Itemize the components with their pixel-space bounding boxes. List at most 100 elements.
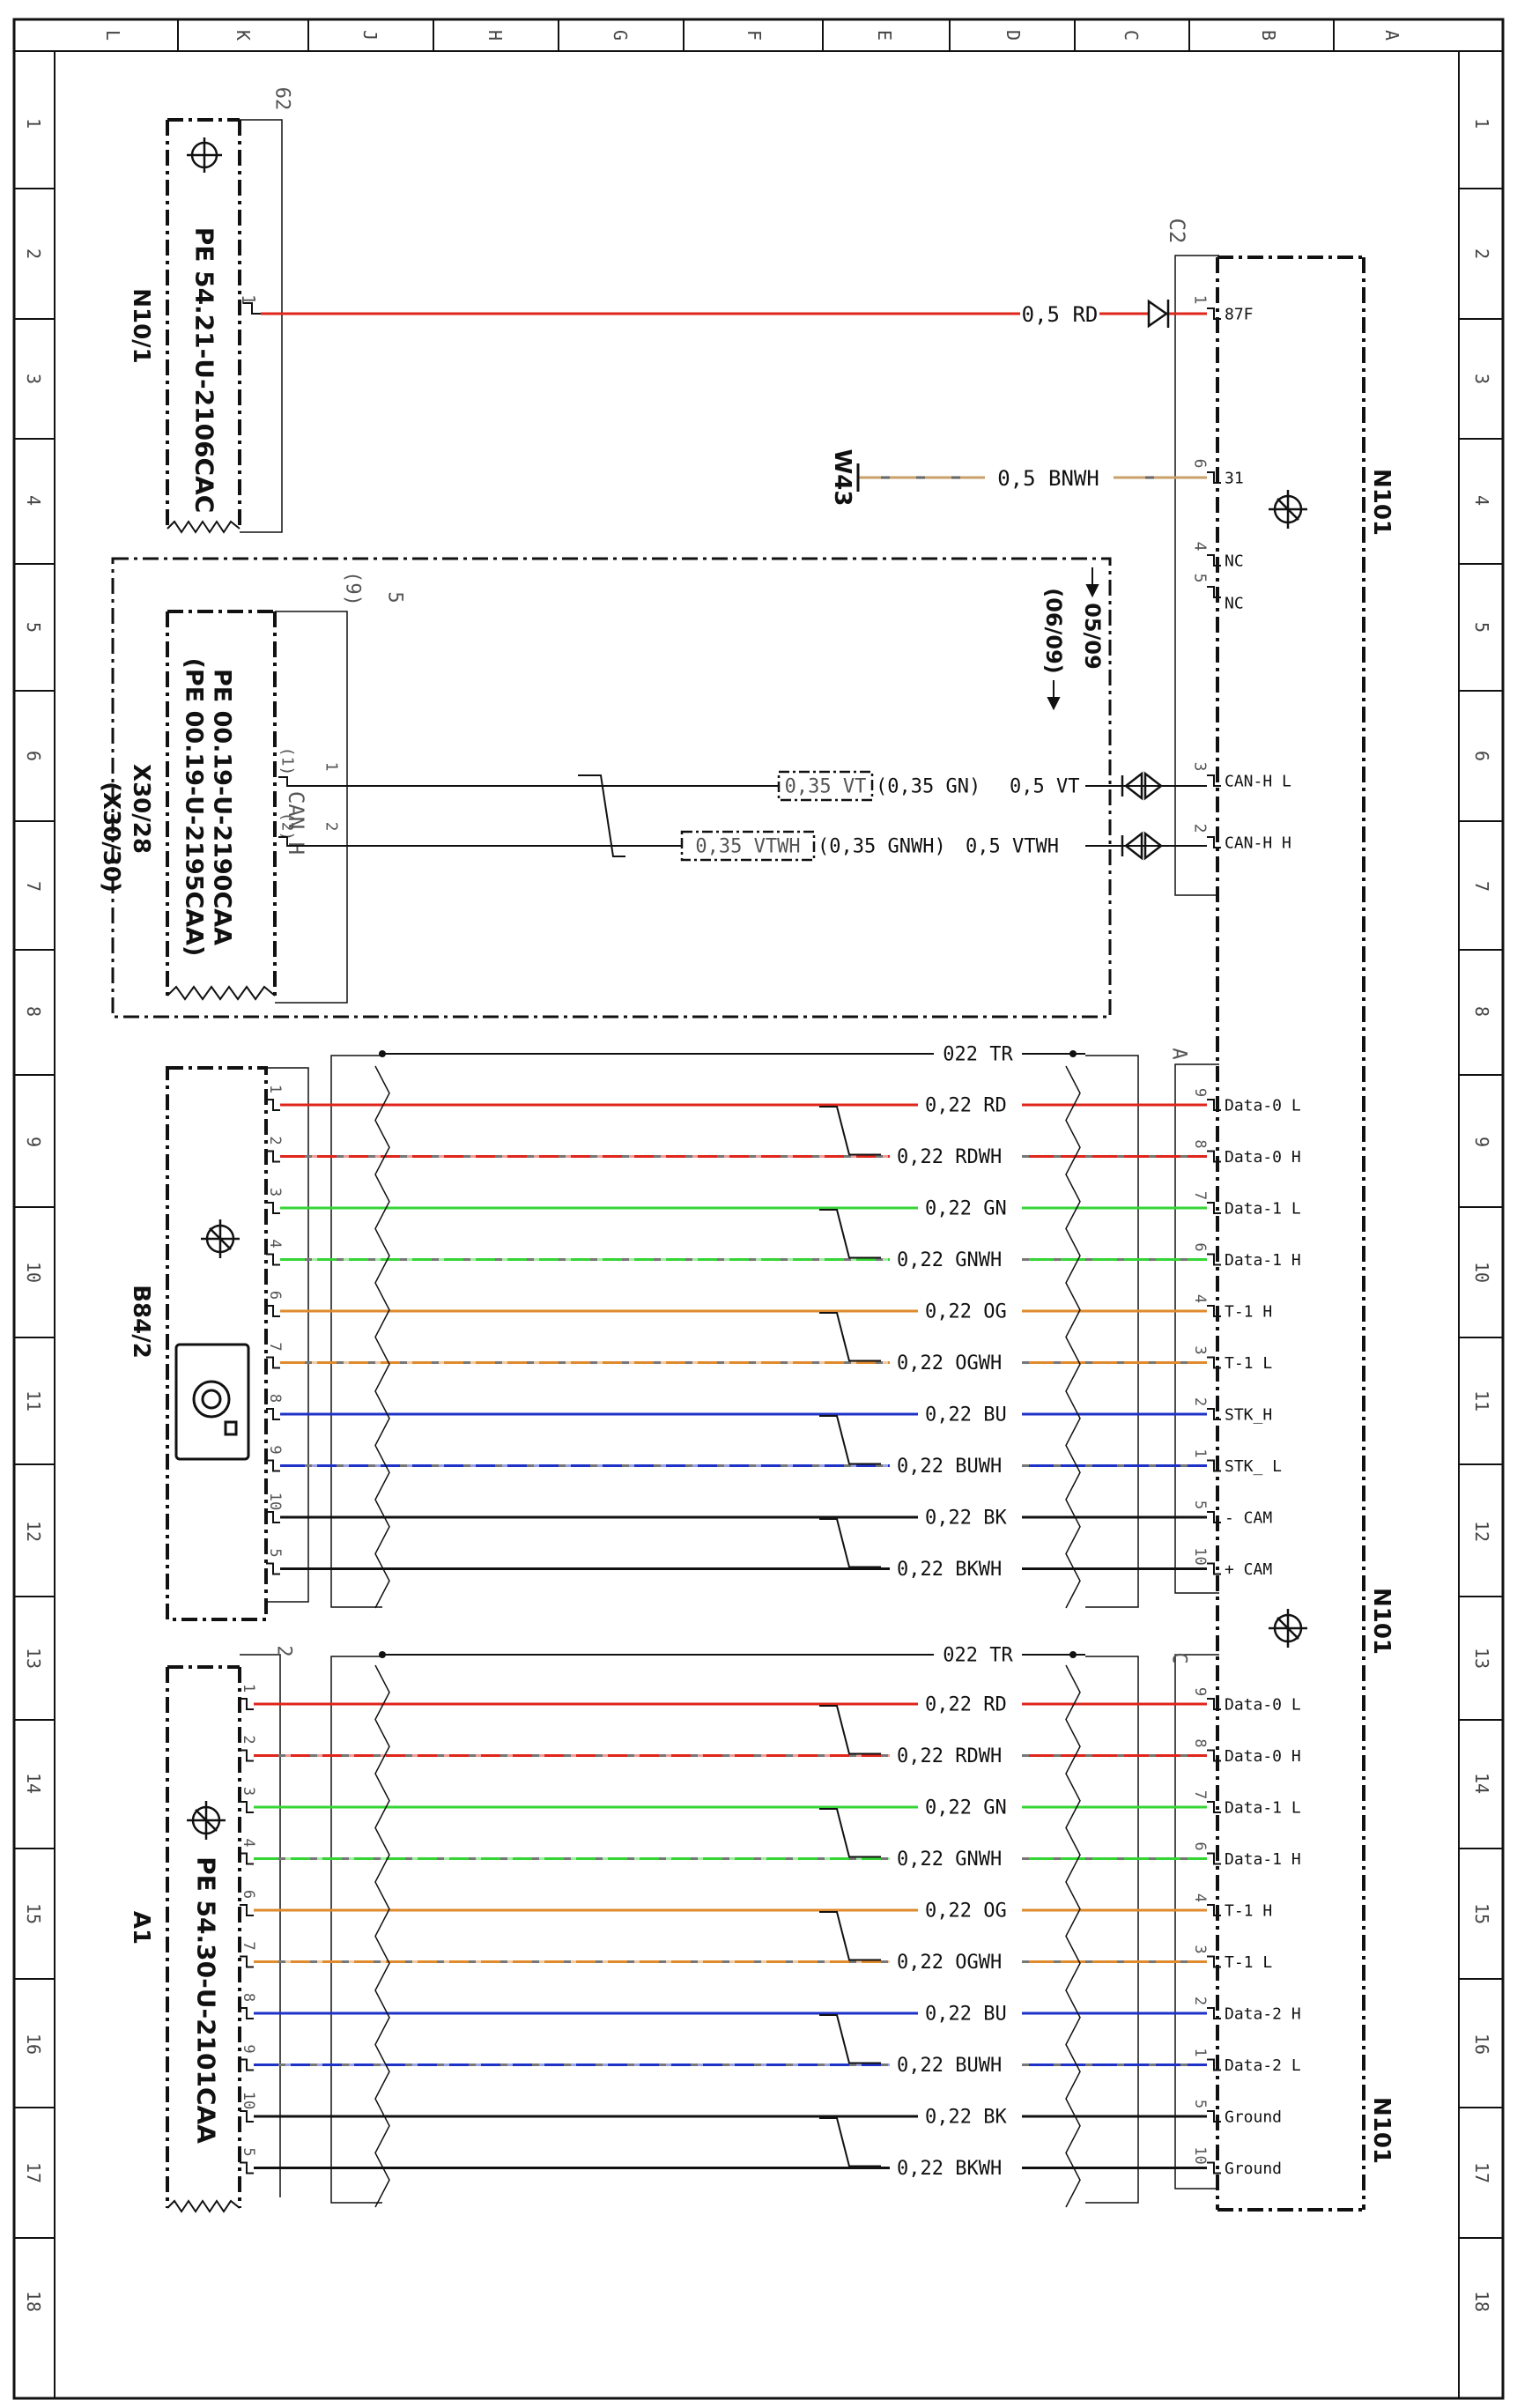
left-pin-number: 2: [266, 1136, 284, 1145]
column-letter: K: [233, 30, 254, 41]
row-number-right: 16: [1471, 2034, 1492, 2055]
row-number-right: 7: [1471, 881, 1492, 892]
row-number-right: 18: [1471, 2291, 1492, 2312]
row-number-right: 4: [1471, 495, 1492, 506]
left-pin-number: 10: [240, 2092, 257, 2109]
row-number-left: 9: [23, 1137, 44, 1147]
can-wire2-box-label: 0,35 VTWH: [695, 836, 800, 858]
pin-marker: [1207, 2007, 1221, 2019]
pin-marker: [266, 1408, 280, 1420]
pin-number: 5: [1191, 574, 1210, 583]
pin-marker: [1207, 1202, 1221, 1214]
wire-label: 0,22 OG: [925, 1900, 1007, 1923]
pin-label: NC: [1225, 552, 1244, 571]
wire-label: 0,22 RD: [925, 1694, 1007, 1716]
column-ticks: [177, 19, 1335, 51]
junction-dot: [1069, 1651, 1077, 1658]
right-pin-number: 7: [1191, 1191, 1209, 1200]
right-pin-number: 10: [1191, 1547, 1209, 1565]
left-pin-number: 7: [240, 1941, 257, 1950]
right-pin-number: 6: [1191, 1841, 1209, 1850]
twist-marker: [819, 1705, 881, 1755]
pin-marker: [1207, 2110, 1221, 2123]
wire-label: 0,22 BUWH: [897, 1456, 1002, 1478]
wire-label: 0,22 RD: [925, 1095, 1007, 1117]
right-pin-label: Data-0 H: [1225, 1747, 1301, 1766]
can-wire1-box-label: 0,35 VT: [785, 776, 867, 798]
right-pin-label: Data-1 H: [1225, 1850, 1301, 1869]
right-pin-number: 1: [1191, 2048, 1209, 2056]
pin-marker: [1207, 1801, 1221, 1813]
pin-marker: [1207, 2058, 1221, 2071]
row-number-right: 14: [1471, 1773, 1492, 1794]
row-number-right: 11: [1471, 1390, 1492, 1411]
right-pin-number: 4: [1191, 1893, 1209, 1902]
right-pin-label: Data-2 L: [1225, 2056, 1301, 2075]
pin-marker: [1207, 1305, 1221, 1317]
pin-marker: [1207, 1253, 1221, 1266]
right-pin-label: Data-1 L: [1225, 1200, 1301, 1219]
row-number-left: 7: [23, 881, 44, 892]
pin-marker: [266, 1511, 280, 1523]
n101-label-bottom: N101: [1368, 2097, 1395, 2164]
left-pin-number: 6: [266, 1291, 284, 1300]
left-pin-number: 5: [266, 1548, 284, 1557]
pin-marker: [240, 2007, 254, 2019]
right-pin-label: Ground: [1225, 2160, 1282, 2178]
pin-number: 1: [1191, 295, 1210, 305]
right-pin-number: 8: [1191, 1738, 1209, 1747]
can-wire1-label: 0,5 VT: [1010, 776, 1079, 798]
pin-marker: [1207, 1459, 1221, 1472]
left-pin-number: 2: [240, 1735, 257, 1744]
right-pin-label: Ground: [1225, 2108, 1282, 2127]
twist-marker: [819, 1106, 881, 1156]
pin-marker: [240, 2058, 254, 2071]
can-pin1: 1: [322, 762, 341, 772]
right-pin-label: T-1 H: [1225, 1902, 1272, 1921]
wire-label: 0,22 OGWH: [897, 1952, 1002, 1974]
row-number-left: 5: [23, 622, 44, 633]
row-number-left: 2: [23, 248, 44, 259]
n101-c2-label: C2: [1165, 219, 1189, 244]
junction-dot: [379, 1050, 386, 1057]
row-ticks: [14, 188, 1503, 2239]
cross-reference-1: 05/09: [1080, 603, 1105, 670]
can-ref-2: (PE 00.19-U-2195CAA): [181, 658, 208, 957]
can-section: 5 (9) PE 00.19-U-2190CAA (PE 00.19-U-219…: [98, 557, 1207, 1019]
left-pin-number: 4: [266, 1239, 284, 1248]
right-pin-label: T-1 H: [1225, 1303, 1272, 1322]
right-pin-label: Data-0 L: [1225, 1696, 1301, 1715]
right-pin-number: 7: [1191, 1790, 1209, 1799]
pin-marker: [1207, 1955, 1221, 1968]
twist-marker: [819, 1312, 881, 1362]
right-pin-label: STK_ L: [1225, 1457, 1282, 1476]
pin-number: 6: [1191, 459, 1210, 469]
n10-1-pin-top: 62: [271, 87, 293, 111]
right-pin-number: 10: [1191, 2146, 1209, 2164]
twist-marker: [819, 1808, 881, 1858]
pin-marker: [240, 2161, 254, 2175]
right-pin-number: 3: [1191, 1945, 1209, 1953]
row-number-left: 3: [23, 374, 44, 384]
left-pin-number: 9: [240, 2044, 257, 2053]
right-pin-number: 8: [1191, 1139, 1209, 1148]
right-pin-number: 6: [1191, 1242, 1209, 1251]
left-pin-number: 8: [240, 1993, 257, 2002]
left-pin-number: 7: [266, 1342, 284, 1351]
row-number-left: 16: [23, 2034, 44, 2055]
column-letter: F: [744, 30, 765, 41]
n10-1-ref: PE 54.21-U-2106CAC: [190, 227, 219, 514]
row-number-left: 13: [23, 1648, 44, 1669]
row-number-left: 11: [23, 1390, 44, 1411]
b84-2-component: B84/2: [128, 1066, 309, 1621]
wire-label: 0,22 BKWH: [897, 1559, 1002, 1581]
esd-symbol-icon: [187, 137, 222, 173]
b84-2-harness: [330, 1055, 1139, 1608]
can-ref-1: PE 00.19-U-2190CAA: [209, 669, 236, 945]
right-pin-label: Data-2 H: [1225, 2005, 1301, 2024]
bundle-break: [1065, 1065, 1081, 1609]
can-wire1-alt-label: (0,35 GN): [876, 776, 980, 798]
column-letter: L: [102, 30, 123, 41]
right-pin-label: Data-1 L: [1225, 1799, 1301, 1818]
